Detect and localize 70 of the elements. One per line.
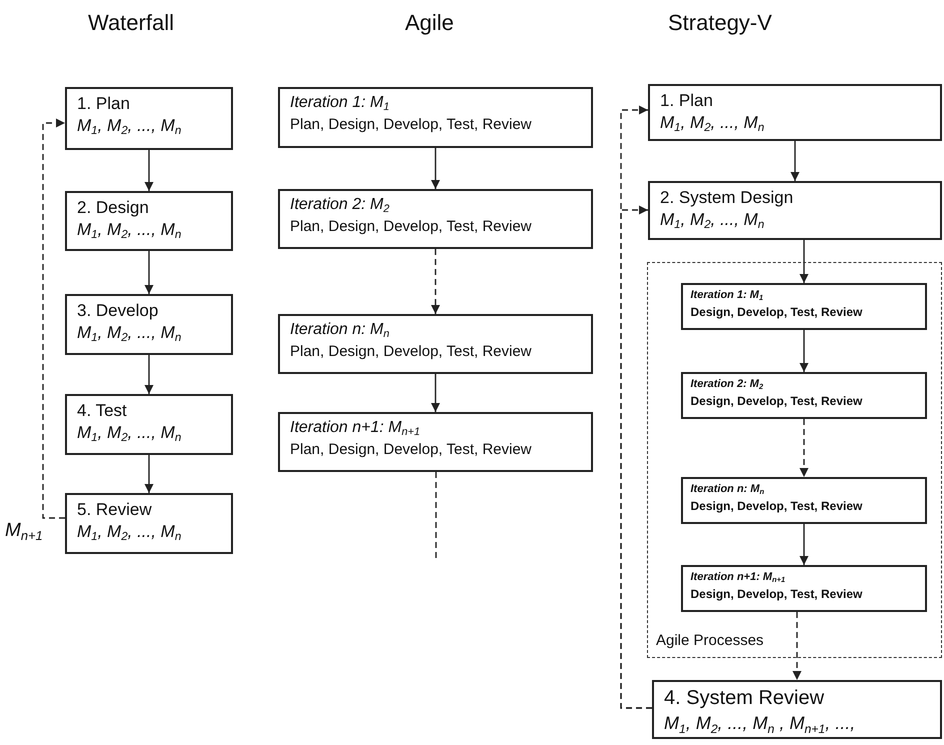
step-title: 2. Design bbox=[77, 198, 149, 218]
step-details: Design, Develop, Test, Review bbox=[690, 500, 862, 514]
connector-line bbox=[435, 472, 437, 560]
step-title: 2. System Design bbox=[660, 188, 794, 208]
step-title: 3. Develop bbox=[77, 301, 158, 321]
process-box bbox=[648, 84, 942, 141]
step-title: 5. Review bbox=[77, 500, 152, 520]
process-box bbox=[65, 294, 233, 355]
step-title: 4. System Review bbox=[664, 687, 824, 710]
step-title: Iteration 2: M$_{2}$ bbox=[290, 196, 390, 214]
step-title: Iteration n: M$_{n}$ bbox=[690, 482, 764, 496]
process-box bbox=[680, 282, 926, 330]
step-details: Plan, Design, Develop, Test, Review bbox=[290, 343, 532, 360]
step-details: Plan, Design, Develop, Test, Review bbox=[290, 441, 532, 458]
arrow bbox=[42, 118, 65, 519]
arrow bbox=[431, 374, 440, 412]
process-box bbox=[680, 564, 926, 612]
column-heading: Agile bbox=[405, 10, 454, 36]
group-label: Agile Processes bbox=[656, 632, 764, 649]
arrow bbox=[144, 455, 154, 493]
arrow bbox=[792, 612, 802, 680]
arrow bbox=[800, 524, 808, 565]
column-heading: Waterfall bbox=[88, 10, 174, 36]
step-details: M$_{1}$, M$_{2}$, ..., M$_{n}$ bbox=[77, 116, 182, 136]
step-details: M$_{1}$, M$_{2}$, ..., M$_{n}$ bbox=[77, 522, 182, 542]
arrow bbox=[431, 249, 440, 314]
arrow bbox=[800, 240, 808, 283]
process-box bbox=[680, 476, 926, 524]
arrow bbox=[144, 355, 154, 394]
step-details: Plan, Design, Develop, Test, Review bbox=[290, 218, 532, 236]
step-title: Iteration n+1: M$_{n+1}$ bbox=[290, 419, 420, 438]
step-details: M$_{1}$, M$_{2}$, ..., M$_{n}$ bbox=[660, 210, 764, 230]
step-details: M$_{1}$, M$_{2}$, ..., M$_{n}$ bbox=[77, 423, 182, 443]
process-box bbox=[65, 87, 233, 150]
arrow bbox=[800, 419, 808, 477]
process-box bbox=[652, 680, 942, 739]
process-box bbox=[648, 181, 942, 240]
arrow bbox=[790, 141, 800, 181]
step-title: 1. Plan bbox=[660, 91, 713, 111]
process-box bbox=[65, 493, 233, 554]
step-details: Design, Develop, Test, Review bbox=[690, 394, 862, 408]
step-details: Design, Develop, Test, Review bbox=[690, 588, 862, 602]
arrow bbox=[620, 206, 652, 709]
step-details: M$_{1}$, M$_{2}$, ..., M$_{n}$ , M$_{n+1}$, ..., bbox=[664, 713, 856, 734]
process-box bbox=[278, 189, 593, 249]
edge-label: M$_{n+1}$ bbox=[5, 521, 43, 542]
step-title: 4. Test bbox=[77, 401, 127, 421]
process-box bbox=[65, 394, 233, 455]
step-title: Iteration n: M$_{n}$ bbox=[290, 321, 390, 340]
process-box bbox=[278, 87, 593, 148]
step-details: Design, Develop, Test, Review bbox=[690, 306, 862, 320]
arrow bbox=[144, 251, 154, 294]
process-box bbox=[680, 372, 926, 418]
step-details: Plan, Design, Develop, Test, Review bbox=[290, 116, 532, 134]
column-heading: Strategy-V bbox=[668, 10, 772, 36]
step-details: M$_{1}$, M$_{2}$, ..., M$_{n}$ bbox=[77, 220, 182, 240]
arrow bbox=[144, 150, 154, 191]
arrow bbox=[431, 148, 440, 189]
step-title: Iteration n+1: M$_{n+1}$ bbox=[690, 570, 786, 584]
step-title: Iteration 1: M$_{1}$ bbox=[690, 288, 764, 302]
dashed-group-frame bbox=[647, 262, 942, 658]
step-title: Iteration 1: M$_{1}$ bbox=[290, 94, 390, 112]
arrow bbox=[800, 330, 808, 372]
process-box bbox=[65, 191, 233, 251]
step-title: Iteration 2: M$_{2}$ bbox=[690, 378, 764, 390]
step-details: M$_{1}$, M$_{2}$, ..., M$_{n}$ bbox=[660, 113, 764, 133]
step-details: M$_{1}$, M$_{2}$, ..., M$_{n}$ bbox=[77, 323, 182, 343]
process-box bbox=[278, 314, 593, 374]
process-box bbox=[278, 412, 593, 472]
step-title: 1. Plan bbox=[77, 94, 130, 114]
